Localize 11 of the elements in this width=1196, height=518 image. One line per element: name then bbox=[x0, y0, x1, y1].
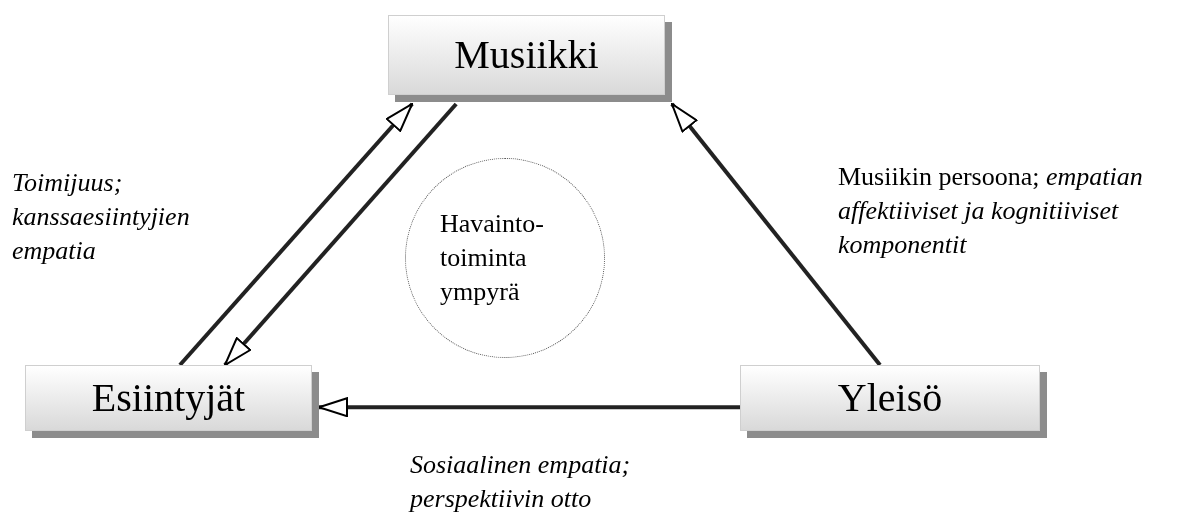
arrow bbox=[670, 102, 882, 367]
annotation-text: Toimijuus; kanssaesiintyjien empatia bbox=[12, 167, 191, 267]
node-label: Musiikki bbox=[454, 31, 599, 79]
node-label: Havainto-toiminta ympyrä bbox=[440, 208, 545, 308]
arrow bbox=[223, 102, 458, 367]
node-label: Esiintyjät bbox=[91, 374, 246, 422]
annotation-text: Musiikin persoona; empatian affektiiviset ja kognitiiviset komponentit bbox=[838, 161, 1144, 261]
node-label: Yleisö bbox=[837, 374, 943, 422]
arrow bbox=[178, 102, 414, 367]
annotation-text: Sosiaalinen empatia; perspektiivin otto bbox=[410, 449, 632, 515]
arrow bbox=[318, 397, 740, 418]
